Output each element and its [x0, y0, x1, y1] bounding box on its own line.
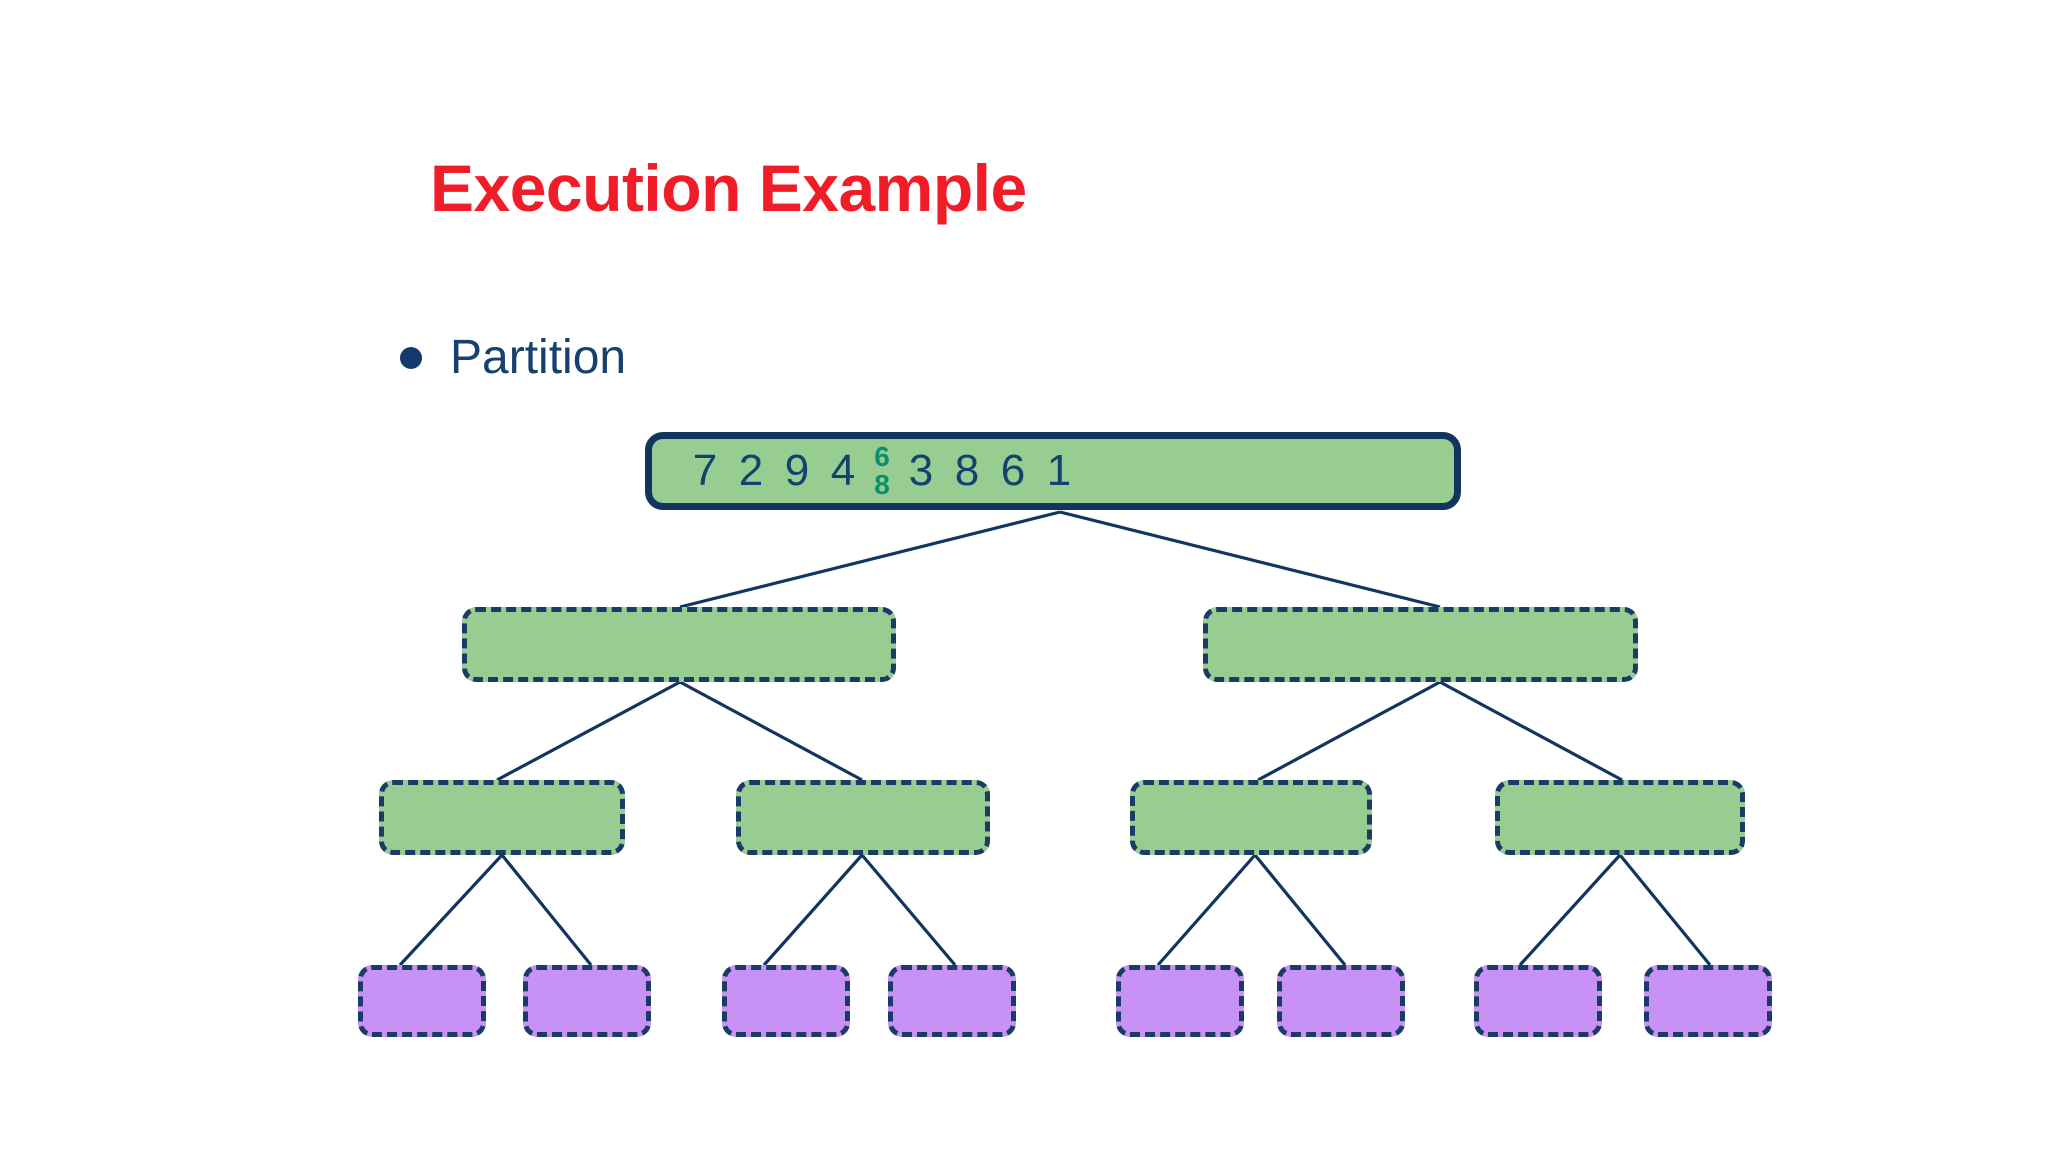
- tree-node-l3-4[interactable]: [1495, 780, 1745, 855]
- edge-l2a-l3b: [679, 680, 863, 782]
- tree-node-l4-1[interactable]: [358, 965, 486, 1037]
- tree-node-l2-left[interactable]: [462, 607, 896, 682]
- array-cell-7: 1: [1046, 446, 1072, 495]
- edge-l3c-l4f: [1253, 853, 1347, 967]
- array-cell-0: 7: [692, 446, 718, 495]
- tree-node-l4-6[interactable]: [1277, 965, 1405, 1037]
- tree-node-l4-3[interactable]: [722, 965, 850, 1037]
- array-cell-6: 6: [1000, 446, 1026, 495]
- bullet-partition: Partition: [400, 330, 626, 385]
- array-cell-5: 8: [954, 446, 980, 495]
- edge-root-l2-right: [1059, 510, 1441, 609]
- bullet-dot-icon: [400, 346, 422, 369]
- pivot-marker-top: 6: [874, 441, 890, 472]
- edge-l3a-l4a: [398, 853, 504, 967]
- tree-node-l4-5[interactable]: [1116, 965, 1244, 1037]
- array-cell-2: 9: [784, 446, 810, 495]
- array-cell-3: 4: [830, 446, 856, 495]
- edge-root-l2-left: [679, 510, 1061, 609]
- tree-node-root[interactable]: 7 2 9 4 6 8 3 8 6 1: [645, 432, 1461, 510]
- tree-node-l3-1[interactable]: [379, 780, 625, 855]
- edge-l3d-l4h: [1618, 853, 1712, 967]
- edge-l3c-l4e: [1156, 853, 1257, 967]
- array-cell-4: 3: [908, 446, 934, 495]
- pivot-marker: 6 8: [866, 443, 898, 499]
- edge-l3b-l4c: [762, 853, 864, 967]
- tree-node-l4-4[interactable]: [888, 965, 1016, 1037]
- tree-node-l3-2[interactable]: [736, 780, 990, 855]
- edge-l2b-l3c: [1257, 680, 1441, 782]
- pivot-marker-bottom: 8: [874, 469, 890, 500]
- edge-l3a-l4b: [500, 853, 593, 967]
- root-array-values: 7 2 9 4 6 8 3 8 6 1: [652, 443, 1082, 499]
- edge-l2a-l3a: [496, 680, 681, 782]
- bullet-label: Partition: [450, 331, 627, 384]
- edge-l3b-l4d: [860, 853, 957, 967]
- tree-node-l2-right[interactable]: [1203, 607, 1638, 682]
- tree-node-l4-2[interactable]: [523, 965, 651, 1037]
- array-cell-1: 2: [738, 446, 764, 495]
- edge-l3d-l4g: [1518, 853, 1622, 967]
- edge-l2b-l3d: [1439, 680, 1623, 782]
- tree-node-l4-7[interactable]: [1474, 965, 1602, 1037]
- tree-node-l3-3[interactable]: [1130, 780, 1372, 855]
- tree-node-l4-8[interactable]: [1644, 965, 1772, 1037]
- page-title: Execution Example: [430, 151, 1027, 225]
